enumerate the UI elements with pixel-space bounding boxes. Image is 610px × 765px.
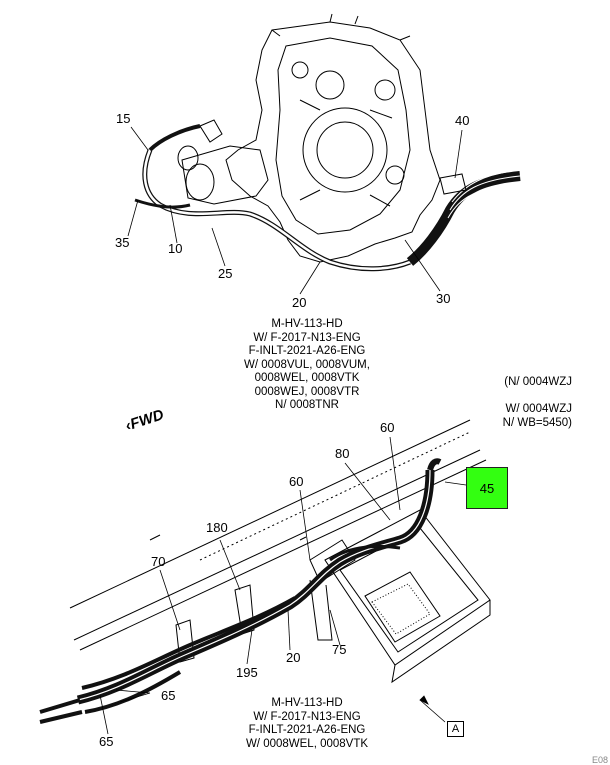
highlighted-part-45[interactable]: 45 (466, 467, 508, 509)
callout-10: 10 (168, 241, 182, 256)
callout-60-right: 60 (380, 420, 394, 435)
callout-15: 15 (116, 111, 130, 126)
note-line: F-INLT-2021-A26-ENG (248, 345, 366, 357)
note-line: M-HV-113-HD (271, 318, 343, 330)
callout-30: 30 (436, 291, 450, 306)
note-line: W/ 0008VUL, 0008VUM, (244, 358, 370, 371)
callout-195: 195 (236, 665, 258, 680)
note-line: 0008WEL, 0008VTK (254, 372, 360, 384)
engine-assembly-drawing (134, 13, 521, 272)
note-line: W/ F-2017-N13-ENG (253, 331, 361, 344)
note-line: W/ F-2017-N13-ENG (253, 710, 361, 723)
callout-labels: 15 35 10 25 20 30 40 60 80 60 180 70 195… (99, 111, 469, 749)
callout-60-mid: 60 (289, 474, 303, 489)
callout-180: 180 (206, 520, 228, 535)
callout-75: 75 (332, 642, 346, 657)
note-line: M-HV-113-HD (271, 697, 343, 709)
callout-20-top: 20 (292, 295, 306, 310)
callout-20-bottom: 20 (286, 650, 300, 665)
corner-reference: E08 (591, 755, 608, 765)
bottom-applicability-note: M-HV-113-HD W/ F-2017-N13-ENG F-INLT-202… (212, 697, 402, 751)
callout-40: 40 (455, 113, 469, 128)
view-label: A (451, 723, 460, 735)
highlighted-part-label: 45 (479, 480, 495, 496)
note-line: N/ 0008TNR (275, 399, 339, 411)
callout-65-right: 65 (161, 688, 175, 703)
callout-25: 25 (218, 266, 232, 281)
callout-leader-lines (99, 126, 467, 735)
note-line: F-INLT-2021-A26-ENG (248, 724, 366, 736)
note-line: 0008WEJ, 0008VTR (254, 385, 360, 398)
top-applicability-note: M-HV-113-HD W/ F-2017-N13-ENG F-INLT-202… (212, 318, 402, 413)
note-line: W/ 0008WEL, 0008VTK (245, 737, 369, 750)
callout-70: 70 (151, 554, 165, 569)
note-line: N/ WB=5450) (502, 416, 572, 429)
note-line-spacer (462, 390, 572, 404)
callout-65-bottom: 65 (99, 734, 113, 749)
note-line: W/ 0004WZJ (505, 403, 572, 415)
callout-35: 35 (115, 235, 129, 250)
right-applicability-note: (N/ 0004WZJ W/ 0004WZJ N/ WB=5450) (462, 376, 572, 430)
callout-80: 80 (335, 446, 349, 461)
view-a-marker: A (447, 721, 464, 737)
chassis-assembly-drawing (39, 419, 491, 724)
note-line: (N/ 0004WZJ (504, 376, 572, 388)
